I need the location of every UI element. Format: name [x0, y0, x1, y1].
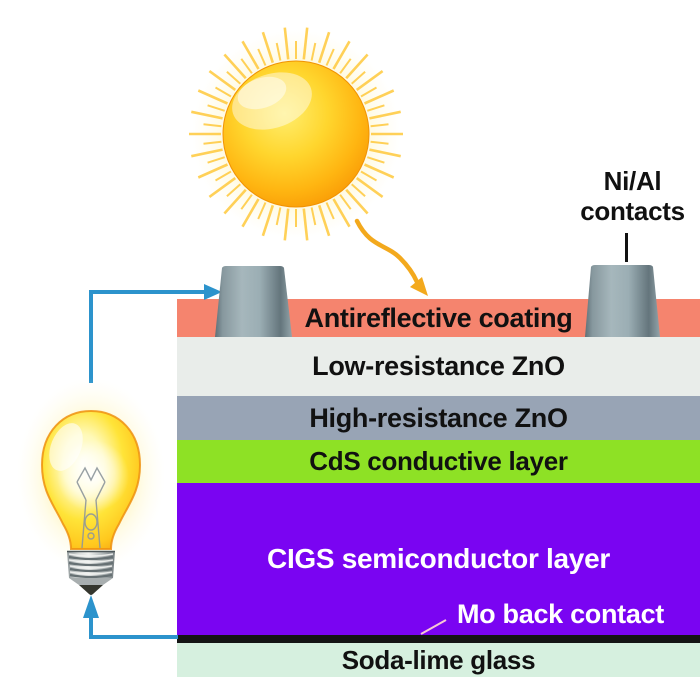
layer-high-resistance-zno: High-resistance ZnO	[177, 396, 700, 440]
ni-al-contacts-label-line1: Ni/Al	[603, 166, 662, 196]
high-resistance-zno-label: High-resistance ZnO	[309, 402, 568, 433]
ni-al-contacts-label-line2: contacts	[580, 196, 685, 226]
layer-cigs-semiconductor: CIGS semiconductor layer Mo back contact	[177, 483, 700, 635]
sun-body	[222, 60, 370, 208]
arrowhead-to-bulb-icon	[83, 595, 99, 618]
layer-cds-conductive: CdS conductive layer	[177, 440, 700, 483]
layer-mo-back-contact	[177, 635, 700, 643]
bulb-screw-base	[67, 550, 115, 595]
layer-low-resistance-zno: Low-resistance ZnO	[177, 337, 700, 396]
bulb-gloss	[49, 423, 83, 471]
cds-conductive-layer-label: CdS conductive layer	[309, 446, 568, 476]
soda-lime-glass-label: Soda-lime glass	[341, 644, 536, 675]
antireflective-coating-label: Antireflective coating	[304, 302, 573, 333]
sun-rays	[189, 27, 403, 241]
wire-bottom-segment	[89, 616, 178, 639]
arrowhead-to-top-contact-icon	[204, 284, 222, 300]
light-bulb-icon	[17, 378, 165, 595]
bulb-filament	[76, 466, 106, 549]
layer-antireflective-coating: Antireflective coating	[177, 299, 700, 337]
layer-soda-lime-glass: Soda-lime glass	[177, 643, 700, 677]
mo-back-contact-label: Mo back contact	[456, 599, 664, 629]
ni-al-contacts-label: Ni/Al contacts	[555, 166, 700, 226]
bulb-hot-spot	[57, 440, 129, 512]
bulb-glass	[40, 409, 142, 550]
low-resistance-zno-label: Low-resistance ZnO	[312, 351, 565, 381]
bulb-glow	[17, 378, 165, 572]
sun-halo	[192, 30, 400, 238]
sunlight-arrow-icon	[354, 218, 428, 296]
cigs-semiconductor-layer-label: CIGS semiconductor layer	[267, 543, 610, 574]
sun-icon	[189, 27, 403, 241]
sun-gloss	[232, 72, 312, 130]
sun-gloss-bright	[237, 76, 287, 110]
